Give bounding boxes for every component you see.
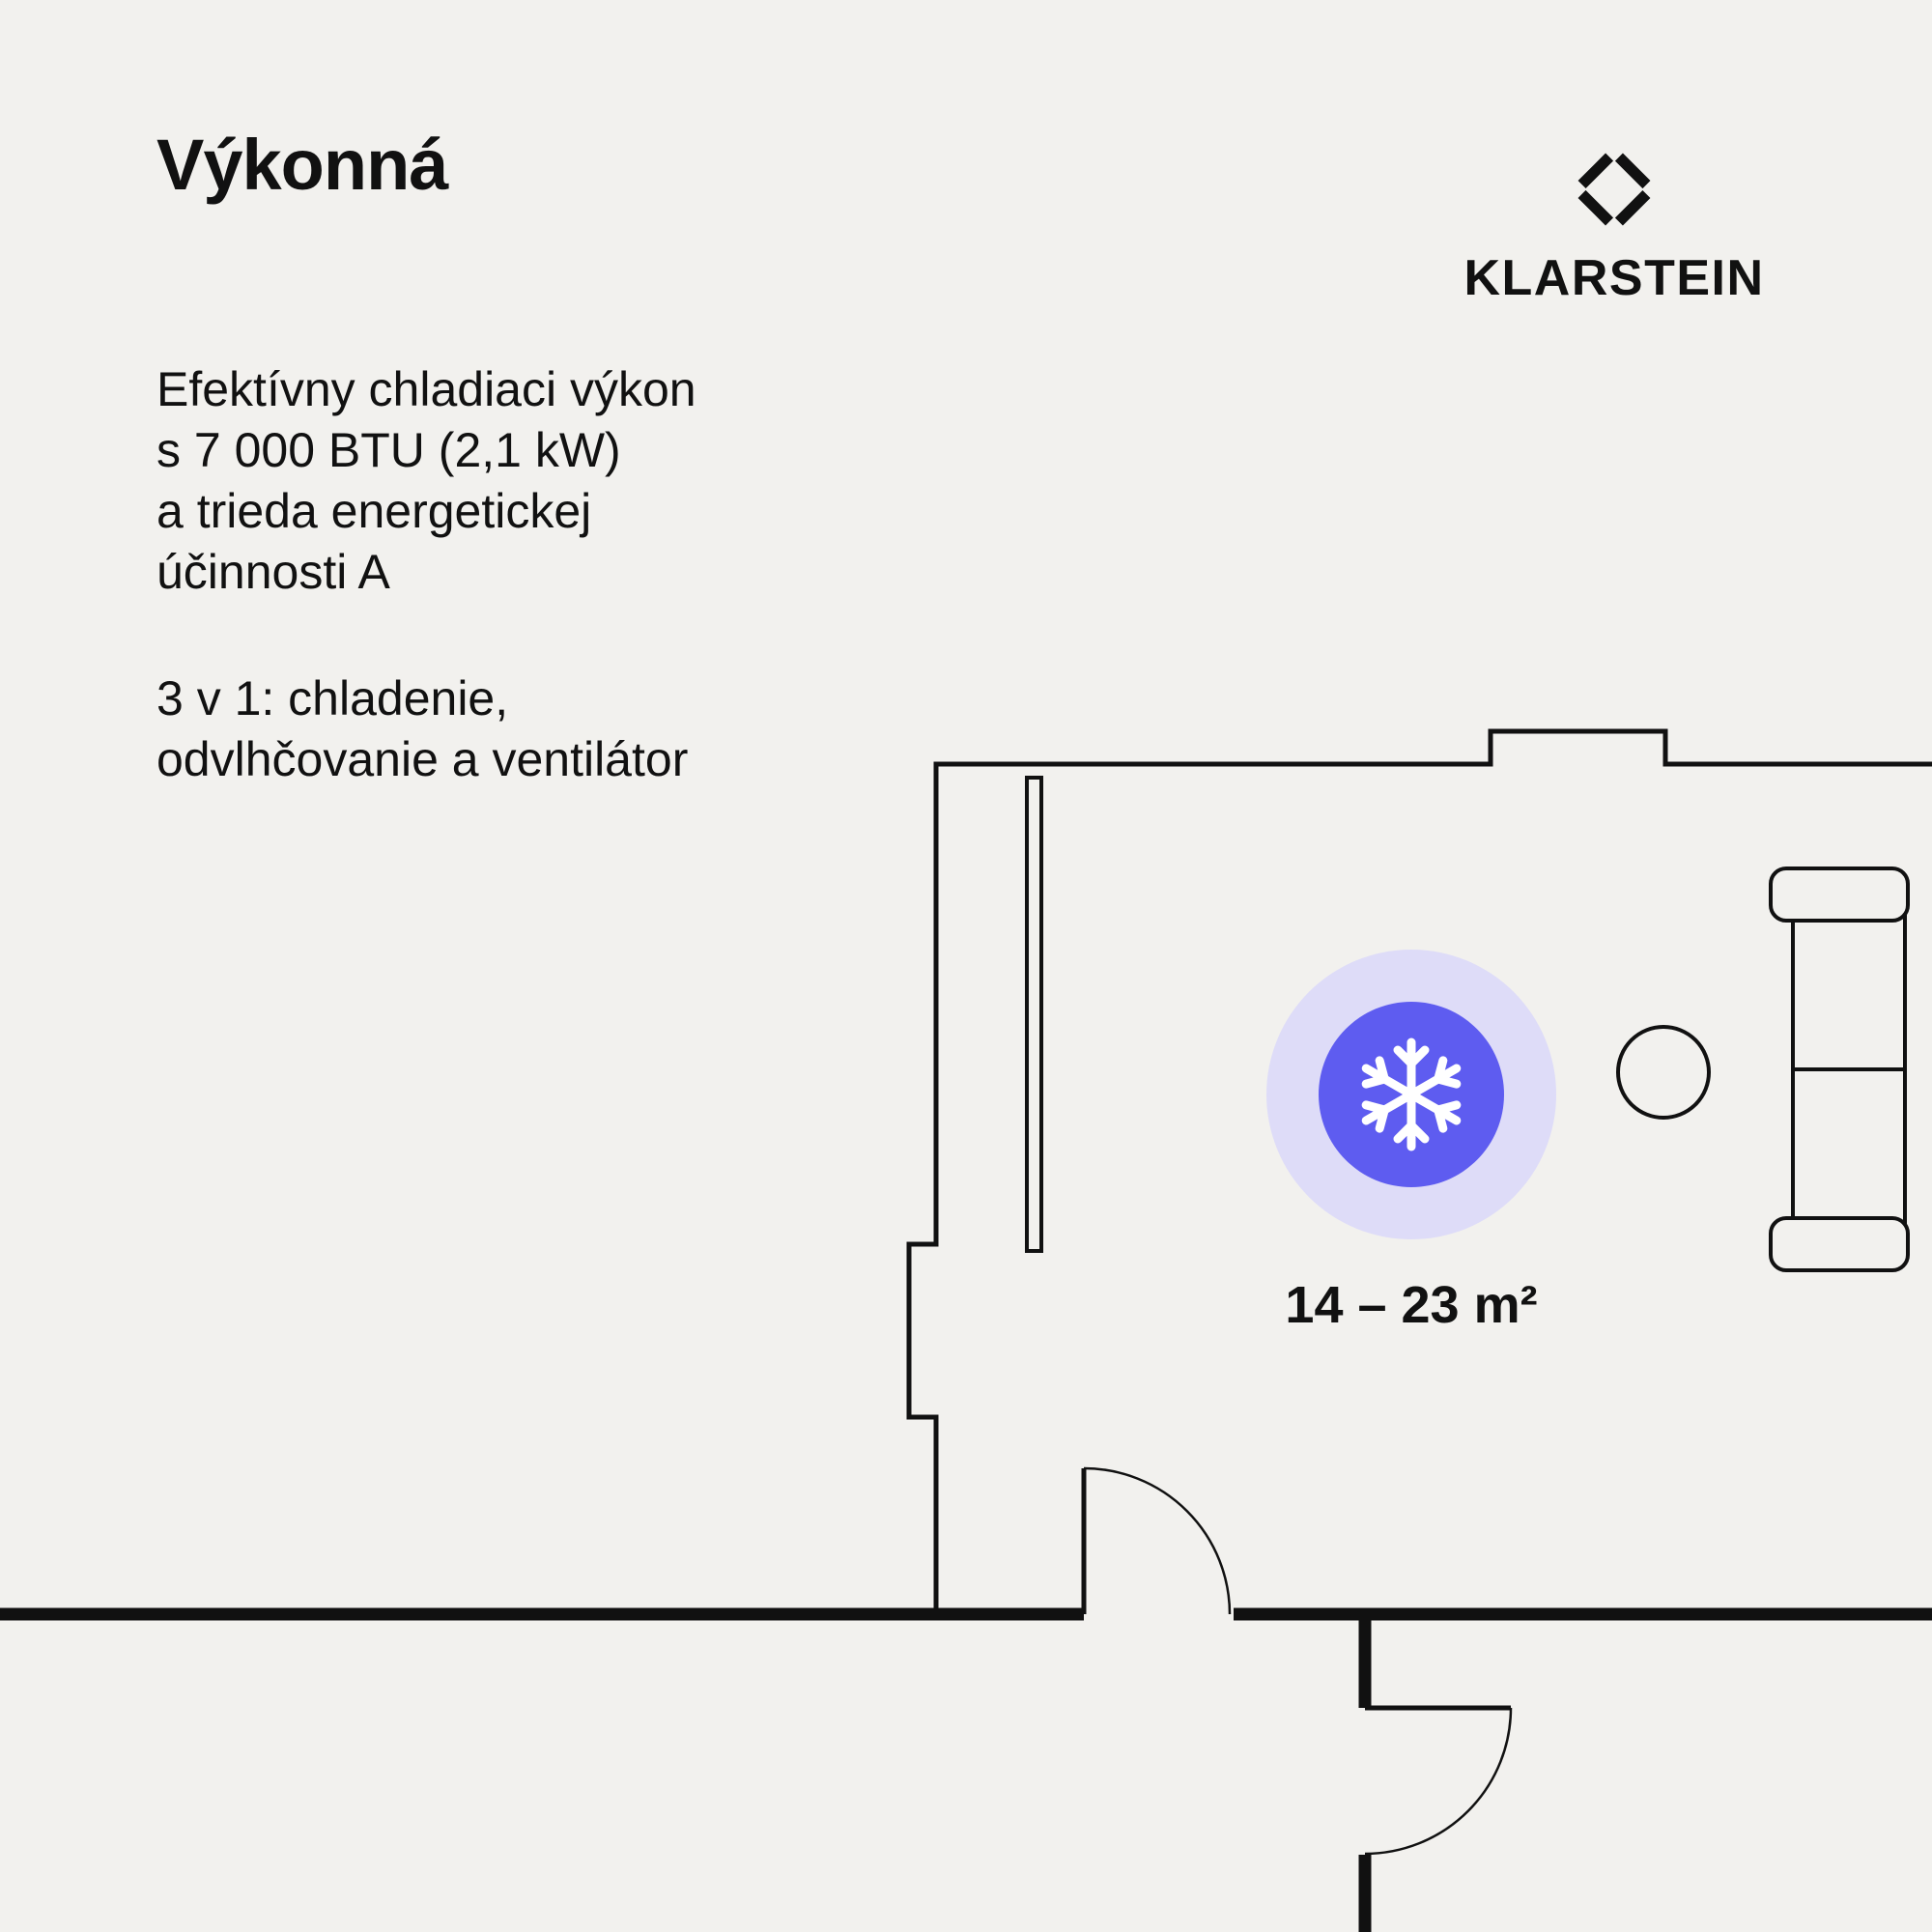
diamond-outline — [1569, 144, 1660, 235]
side-table — [1616, 1025, 1711, 1120]
brand-name: KLARSTEIN — [1463, 250, 1765, 306]
wall-closet — [1025, 776, 1043, 1253]
sofa-armrest-top — [1769, 867, 1910, 923]
furniture — [1616, 867, 1910, 1272]
floorplan-walls — [0, 728, 1932, 1932]
page-title: Výkonná — [156, 125, 448, 205]
sofa-armrest-bottom — [1769, 1216, 1910, 1272]
klarstein-diamond-icon — [1569, 144, 1660, 235]
doors — [1081, 1466, 1513, 1856]
brand-logo: KLARSTEIN — [1437, 143, 1791, 307]
door-swing-arc-right — [1364, 1707, 1513, 1856]
door-swing-arc-bottom — [1083, 1466, 1232, 1615]
feature-text-cooling-power: Efektívny chladiaci výkon s 7 000 BTU (2… — [156, 362, 696, 599]
feature-text-3in1: 3 v 1: chladenie, odvlhčovanie a ventilá… — [156, 671, 689, 786]
cooling-zone-badge — [1266, 950, 1556, 1239]
room-wall-outline — [906, 728, 1932, 1620]
snowflake-icon — [1361, 1037, 1462, 1151]
room-area-label: 14 – 23 m² — [1285, 1276, 1538, 1334]
